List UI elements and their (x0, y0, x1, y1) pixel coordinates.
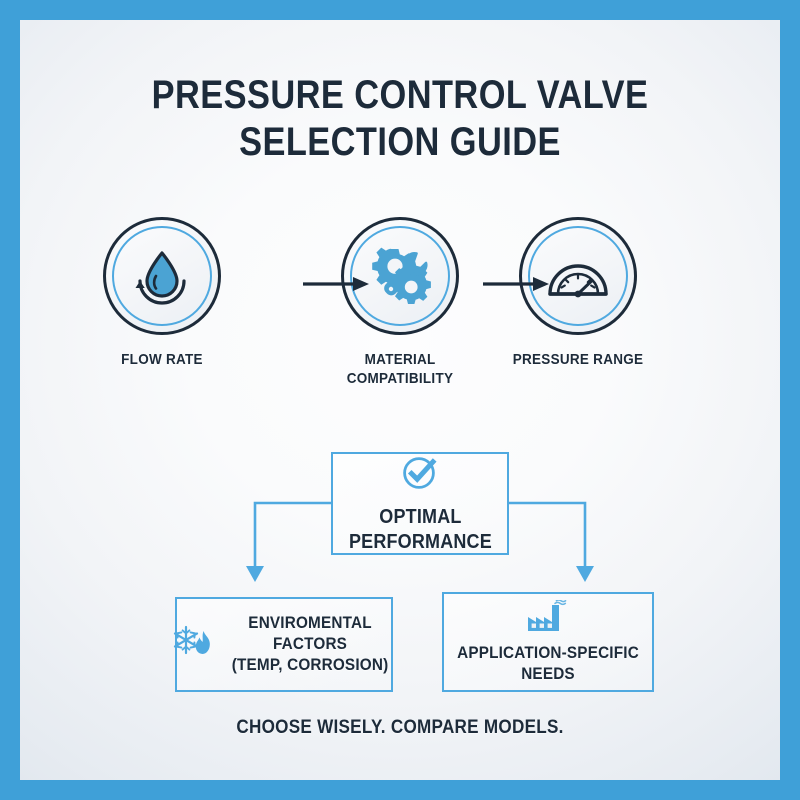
arrow-flow-to-material-icon (303, 277, 369, 291)
pressure-gauge-icon (548, 264, 608, 298)
outcome-line-2: PERFORMANCE (348, 530, 492, 553)
criterion-label: MATERIAL COMPATIBILITY (319, 351, 481, 389)
title-line-2: SELECTION GUIDE (239, 119, 561, 164)
consideration-box-environmental-factors[interactable]: ENVIROMENTAL FACTORS (TEMP, CORROSION) (173, 597, 393, 692)
consideration-box-application-specific-needs[interactable]: APPLICATION-SPECIFIC NEEDS (442, 592, 654, 692)
consideration-text: APPLICATION-SPECIFIC NEEDS (457, 643, 639, 684)
criterion-label-line-1: FLOW RATE (121, 351, 203, 368)
check-circle-icon (403, 457, 437, 489)
connector-arrowhead-left (246, 566, 264, 582)
criterion-label-line-2: COMPATIBILITY (346, 369, 454, 387)
consideration-line-2: NEEDS (521, 663, 575, 683)
title-line-1: PRESSURE CONTROL VALVE (151, 73, 649, 117)
criterion-label-line-1: PRESSURE (512, 351, 590, 368)
page-title: PRESSURE CONTROL VALVE SELECTION GUIDE (73, 72, 727, 166)
arrow-material-to-pressure-icon (483, 277, 549, 291)
consideration-line-1: APPLICATION-SPECIFIC (457, 642, 639, 662)
snowflake-flame-icon (173, 625, 210, 655)
criterion-label-line-2: RANGE (593, 351, 644, 368)
consideration-icon-wrap (171, 622, 215, 667)
criterion-icon-circle (103, 217, 221, 335)
outcome-icon-wrap (400, 453, 440, 498)
consideration-line-2: FACTORS (272, 634, 348, 654)
criterion-label-line-1: MATERIAL (364, 351, 436, 368)
consideration-text: ENVIROMENTAL FACTORS (TEMP, CORROSION) (232, 613, 389, 675)
infographic-panel: PRESSURE CONTROL VALVE SELECTION GUIDE F… (20, 20, 780, 780)
criterion-pressure-range[interactable]: PRESSURE RANGE (488, 217, 668, 370)
connector-to-application (509, 501, 587, 568)
criterion-flow-rate[interactable]: FLOW RATE (72, 217, 252, 370)
outcome-line-1: OPTIMAL (378, 506, 462, 529)
factory-icon (528, 599, 567, 631)
criterion-label: FLOW RATE (81, 351, 243, 370)
consideration-line-3: (TEMP, CORROSION) (231, 654, 389, 674)
outcome-text: OPTIMAL PERFORMANCE (349, 505, 492, 554)
criterion-material-compatibility[interactable]: MATERIAL COMPATIBILITY (310, 217, 490, 389)
consideration-line-1: ENVIROMENTAL (248, 613, 372, 633)
criterion-icon-circle (341, 217, 459, 335)
gear-wrench-icon (372, 247, 431, 304)
outcome-box-optimal-performance[interactable]: OPTIMAL PERFORMANCE (331, 452, 509, 555)
criteria-row: FLOW RATE (20, 217, 780, 417)
connector-to-environmental (253, 501, 331, 568)
consideration-icon-wrap (525, 599, 571, 639)
water-droplet-flow-icon (135, 251, 186, 305)
connector-arrowhead-right (576, 566, 594, 582)
footer-tagline: CHOOSE WISELY. COMPARE MODELS. (236, 717, 564, 738)
criterion-label: PRESSURE RANGE (497, 351, 659, 370)
criterion-icon-circle (519, 217, 637, 335)
